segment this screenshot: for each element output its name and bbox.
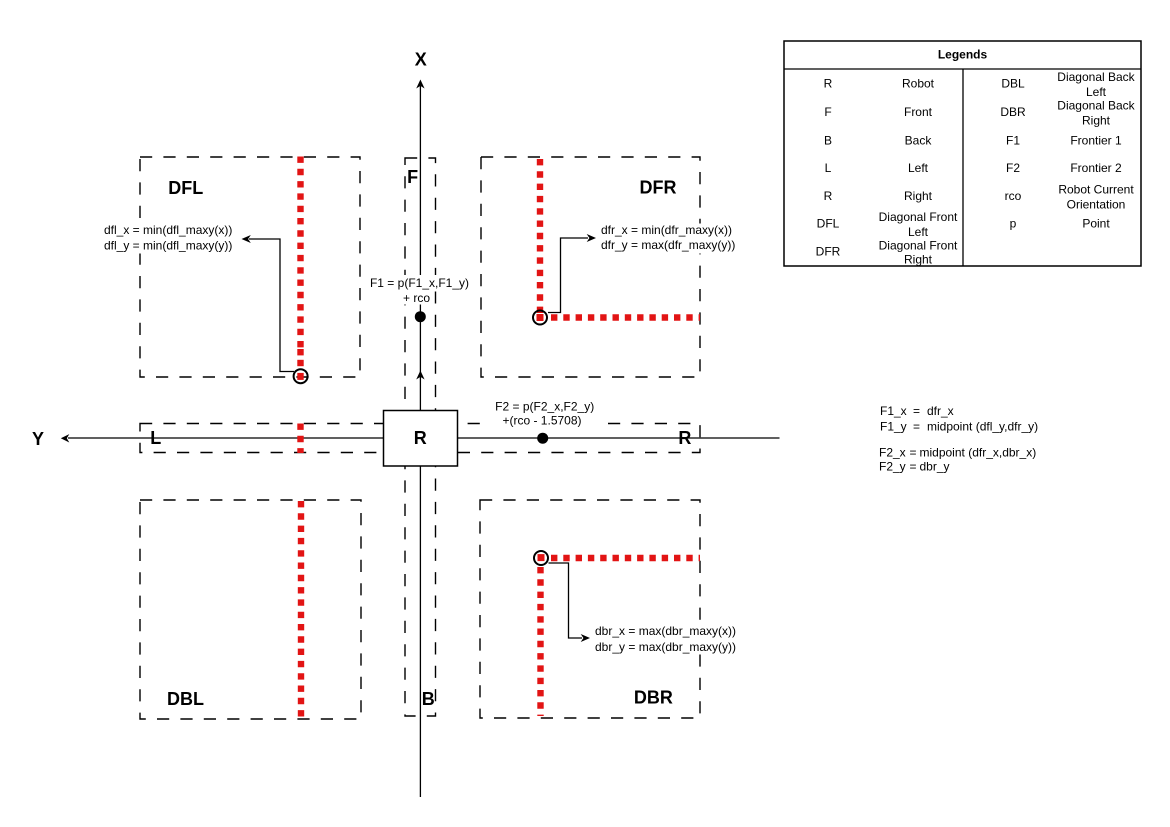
svg-text:+ rco: + rco: [403, 291, 430, 305]
svg-text:F2_y: F2_y: [879, 459, 906, 473]
svg-text:B: B: [824, 133, 832, 147]
svg-text:dbr_x = max(dbr_maxy(x)): dbr_x = max(dbr_maxy(x)): [595, 624, 736, 638]
svg-text:+(rco - 1.5708): +(rco - 1.5708): [502, 413, 581, 427]
svg-text:Y: Y: [32, 429, 44, 449]
svg-text:midpoint (dfl_y,dfr_y): midpoint (dfl_y,dfr_y): [927, 419, 1038, 433]
svg-text:dbr_y = max(dbr_maxy(y)): dbr_y = max(dbr_maxy(y)): [595, 640, 736, 654]
svg-text:L: L: [150, 428, 161, 448]
svg-text:DBL: DBL: [167, 689, 204, 709]
svg-text:Robot: Robot: [902, 77, 935, 91]
svg-text:dfl_x = min(dfl_maxy(x)): dfl_x = min(dfl_maxy(x)): [104, 223, 232, 237]
svg-text:F: F: [407, 167, 418, 187]
svg-text:dfr_x: dfr_x: [927, 404, 954, 418]
svg-text:DBL: DBL: [1001, 77, 1025, 91]
svg-text:Legends: Legends: [938, 48, 988, 62]
svg-text:Diagonal Front: Diagonal Front: [879, 238, 958, 252]
svg-text:DFL: DFL: [168, 178, 203, 198]
svg-text:F1: F1: [1006, 133, 1020, 147]
svg-text:F1_x: F1_x: [880, 404, 907, 418]
svg-text:Back: Back: [905, 133, 933, 147]
svg-text:Right: Right: [904, 253, 933, 267]
svg-text:R: R: [414, 428, 427, 448]
svg-text:Orientation: Orientation: [1067, 197, 1126, 211]
svg-text:R: R: [678, 428, 691, 448]
svg-text:F2: F2: [1006, 161, 1020, 175]
svg-text:F2 = p(F2_x,F2_y): F2 = p(F2_x,F2_y): [495, 399, 594, 413]
svg-text:Left: Left: [1086, 85, 1107, 99]
svg-text:DBR: DBR: [634, 688, 673, 708]
svg-text:Front: Front: [904, 105, 933, 119]
svg-text:X: X: [415, 50, 427, 70]
svg-text:R: R: [824, 77, 833, 91]
svg-text:F2_x: F2_x: [879, 445, 906, 459]
svg-text:Diagonal Back: Diagonal Back: [1057, 70, 1135, 84]
svg-text:F1 = p(F1_x,F1_y): F1 = p(F1_x,F1_y): [370, 276, 469, 290]
svg-text:Left: Left: [908, 161, 929, 175]
svg-text:Frontier 2: Frontier 2: [1070, 161, 1122, 175]
svg-text:p: p: [1010, 217, 1017, 231]
svg-text:Robot Current: Robot Current: [1058, 183, 1134, 197]
svg-text:Diagonal Front: Diagonal Front: [879, 210, 958, 224]
svg-text:Frontier 1: Frontier 1: [1070, 133, 1122, 147]
svg-text:dbr_y: dbr_y: [920, 459, 950, 473]
svg-text:=: =: [913, 404, 920, 418]
svg-text:F: F: [824, 105, 831, 119]
svg-text:=: =: [910, 459, 917, 473]
svg-text:dfr_x = min(dfr_maxy(x)): dfr_x = min(dfr_maxy(x)): [601, 223, 732, 237]
svg-text:Right: Right: [1082, 113, 1111, 127]
svg-text:dfr_y = max(dfr_maxy(y)): dfr_y = max(dfr_maxy(y)): [601, 238, 735, 252]
svg-text:=: =: [913, 419, 920, 433]
svg-text:B: B: [422, 689, 435, 709]
svg-text:=: =: [910, 445, 917, 459]
svg-text:Right: Right: [904, 189, 933, 203]
svg-text:Diagonal Back: Diagonal Back: [1057, 98, 1135, 112]
svg-text:R: R: [824, 189, 833, 203]
svg-text:rco: rco: [1005, 189, 1022, 203]
svg-text:DFR: DFR: [816, 244, 841, 258]
svg-text:F1_y: F1_y: [880, 419, 907, 433]
svg-text:L: L: [825, 161, 832, 175]
svg-text:DFL: DFL: [817, 217, 840, 231]
svg-text:midpoint (dfr_x,dbr_x): midpoint (dfr_x,dbr_x): [920, 445, 1037, 459]
svg-text:DBR: DBR: [1000, 105, 1026, 119]
svg-text:Left: Left: [908, 225, 929, 239]
svg-text:DFR: DFR: [640, 178, 677, 198]
svg-text:Point: Point: [1082, 217, 1110, 231]
svg-text:dfl_y = min(dfl_maxy(y)): dfl_y = min(dfl_maxy(y)): [104, 239, 232, 253]
